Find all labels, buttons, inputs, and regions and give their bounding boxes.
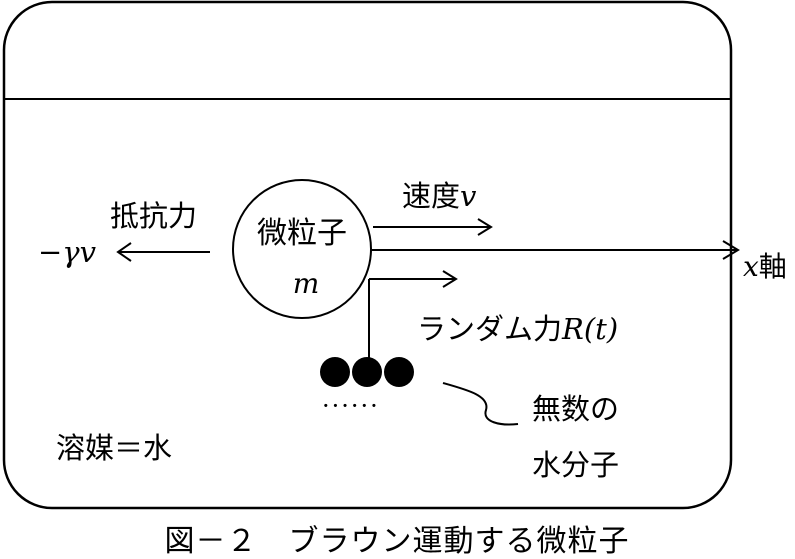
x-axis-arrowhead bbox=[722, 240, 740, 260]
velocity-label: 速度v bbox=[402, 179, 477, 213]
random-force-arrowhead bbox=[442, 270, 458, 288]
x-axis-label: x軸 bbox=[743, 250, 787, 283]
molecules-label-line1: 無数の bbox=[532, 392, 619, 426]
solvent-label: 溶媒＝水 bbox=[56, 431, 172, 465]
random-force-label: ランダム力R(t) bbox=[417, 312, 618, 346]
molecule-dots: ······ bbox=[322, 392, 380, 420]
water-molecule bbox=[320, 357, 350, 387]
particle-label: 微粒子 bbox=[257, 216, 347, 251]
water-molecule bbox=[384, 357, 414, 387]
molecules-callout-curve bbox=[442, 382, 519, 426]
figure-caption: 図－２ ブラウン運動する微粒子 bbox=[165, 524, 630, 559]
drag-arrowhead bbox=[116, 242, 132, 262]
drag-force-label: 抵抗力 bbox=[110, 199, 197, 233]
velocity-arrowhead bbox=[477, 218, 493, 236]
particle-mass-label: m bbox=[293, 267, 320, 300]
molecules-label-line2: 水分子 bbox=[532, 448, 619, 482]
water-molecule bbox=[352, 357, 382, 387]
drag-expression-label: −γv bbox=[38, 235, 97, 269]
